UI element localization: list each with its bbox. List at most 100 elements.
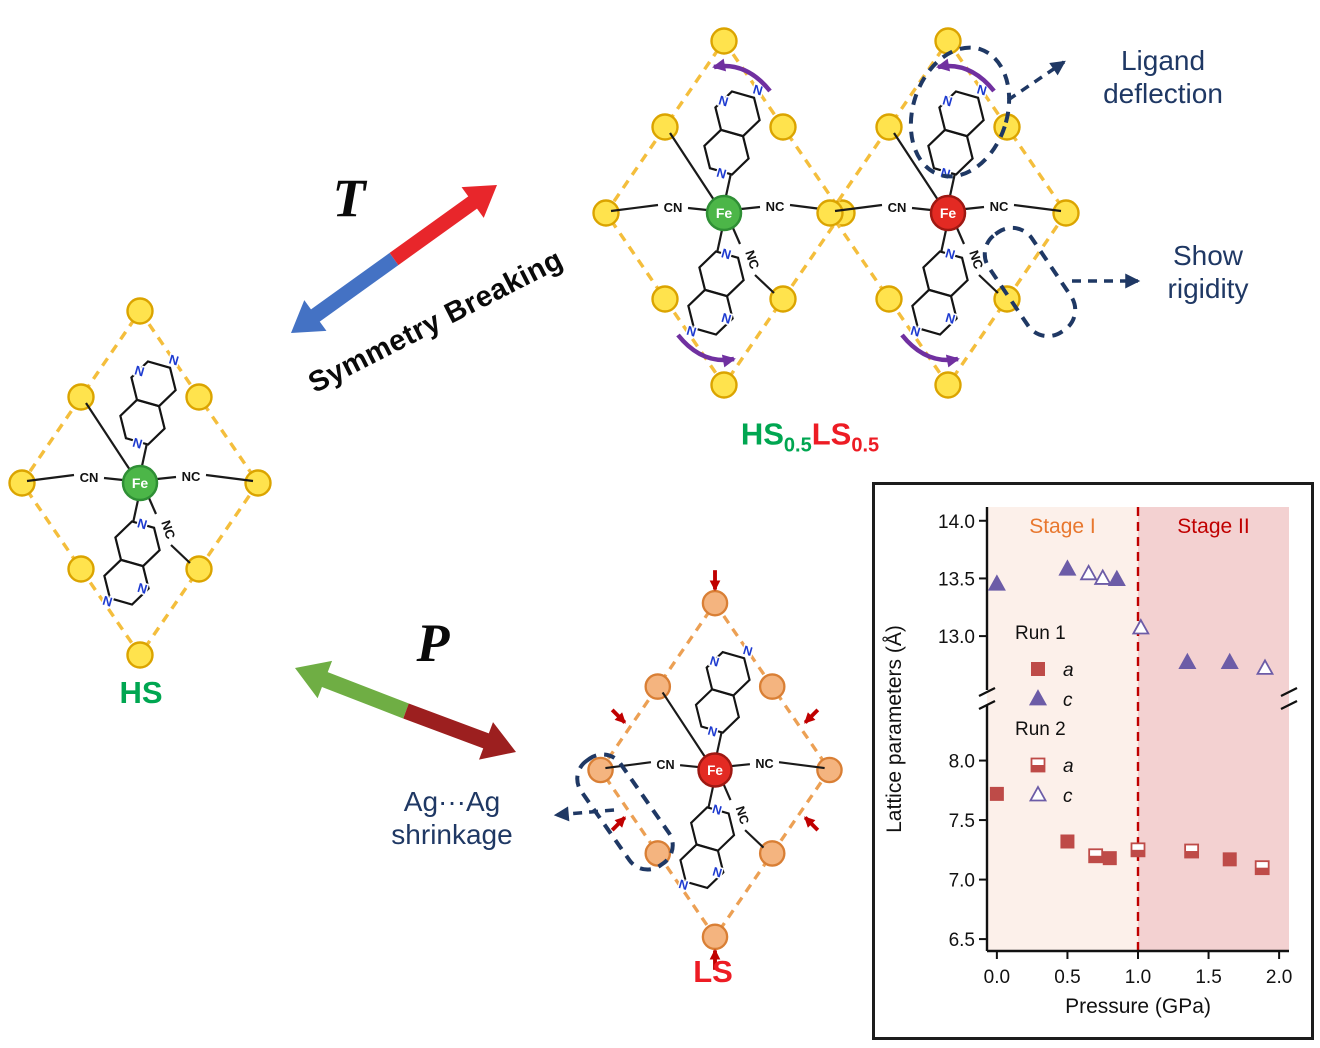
bond-line	[156, 475, 177, 481]
ag-node	[710, 27, 738, 55]
data-point-triangle	[1107, 569, 1126, 586]
y-tick-label: 13.0	[938, 627, 975, 648]
ag-node	[875, 113, 903, 141]
pressure-arrow-green-icon	[295, 660, 409, 719]
y-tick-label: 6.5	[949, 930, 975, 951]
bond-line	[103, 476, 124, 482]
cyanide-label: NC	[990, 199, 1009, 214]
data-point-triangle	[1131, 618, 1150, 635]
bond-line	[834, 203, 883, 213]
ag-shrinkage-arrow-icon	[553, 806, 615, 822]
bond-line	[605, 761, 652, 770]
ligand-ring	[679, 843, 725, 890]
ag-node	[67, 383, 95, 411]
mixed-hs-text: HS	[740, 416, 784, 452]
data-point-square-half	[1185, 851, 1199, 858]
data-point-square-half	[1131, 849, 1145, 857]
fe-atom	[929, 194, 967, 232]
y-tick-label: 14.0	[938, 512, 975, 533]
cyanide-label: CN	[80, 470, 99, 485]
ag-node	[875, 285, 903, 313]
ag-node	[126, 297, 154, 325]
bond-line	[715, 730, 723, 754]
nitrogen-label: N	[677, 877, 690, 893]
ag-node	[701, 589, 729, 617]
legend-run2-label: Run 2	[1015, 719, 1066, 740]
mixed-state-label: HS0.5LS0.5	[741, 416, 879, 457]
ligand-deflection-line2: deflection	[1103, 78, 1223, 109]
ag-node	[710, 371, 738, 399]
bond-line	[744, 829, 765, 849]
ligand-top: NNN	[703, 80, 766, 183]
stage2-label: Stage II	[1177, 515, 1249, 538]
bond-line	[679, 764, 699, 769]
x-axis-label: Pressure (GPa)	[1065, 995, 1211, 1018]
nitrogen-label: N	[101, 593, 114, 610]
cyanide-label: NC	[158, 518, 178, 541]
bond-line	[731, 763, 751, 768]
ag-node	[67, 555, 95, 583]
legend-a-label: a	[1063, 756, 1074, 777]
bond-line	[131, 499, 140, 524]
axis-break-icon	[1280, 700, 1298, 710]
data-point-triangle	[1093, 568, 1112, 585]
x-tick-label: 1.0	[1125, 967, 1151, 988]
fe-label: Fe	[716, 205, 733, 221]
bond-line	[939, 229, 948, 254]
fe-atom	[121, 464, 159, 502]
ligand-bottom: NNN	[907, 244, 969, 341]
ag-node	[701, 923, 729, 951]
bond-line	[964, 205, 985, 211]
data-point-triangle	[1178, 652, 1197, 670]
data-point-triangle	[987, 574, 1006, 591]
ag-node	[758, 840, 786, 867]
ligand-ring	[911, 288, 958, 336]
ag-node	[244, 469, 272, 497]
data-point-square-half	[1031, 765, 1045, 772]
ligand-bottom: NNN	[99, 514, 161, 611]
bond-line	[715, 229, 724, 254]
bond-line	[205, 473, 254, 483]
ligand-deflection-line1: Ligand	[1120, 44, 1206, 76]
axis-break-icon	[978, 687, 996, 697]
ligand-ring	[714, 90, 761, 138]
legend-c-label: c	[1063, 786, 1073, 807]
ls-state-label: LS	[693, 954, 733, 989]
ligand-deflection-annotation: Ligand deflection	[1103, 44, 1223, 110]
ligand-ring	[687, 288, 734, 336]
nitrogen-label: N	[167, 351, 180, 368]
ligand-bottom: NNN	[676, 800, 736, 894]
temperature-arrow-red-icon	[389, 185, 497, 266]
cyanide-label: NC	[182, 469, 201, 484]
bond-line	[170, 544, 191, 564]
pressure-arrow-icon	[610, 816, 627, 832]
ag-shrinkage-line2: shrinkage	[391, 819, 513, 850]
data-point-triangle	[1028, 689, 1048, 706]
bond-line	[661, 691, 707, 758]
ag-node	[1052, 199, 1080, 227]
cyanide-label: CN	[664, 200, 683, 215]
ligand-top: NNN	[927, 80, 990, 183]
pressure-arrow-icon	[610, 708, 627, 724]
y-tick-label: 7.5	[949, 811, 975, 832]
cyanide-label: NC	[733, 804, 752, 826]
stage1-label: Stage I	[1029, 515, 1096, 538]
ligand-bottom: NNN	[683, 244, 745, 341]
x-tick-label: 0.5	[1054, 967, 1080, 988]
ligand-top: NNN	[694, 642, 756, 741]
rotation-arrow-icon	[936, 58, 996, 93]
data-point-square	[1060, 834, 1075, 849]
ag-node	[934, 27, 962, 55]
hs-state-label: HS	[119, 675, 163, 710]
bond-line	[669, 132, 715, 201]
x-tick-label: 2.0	[1266, 967, 1292, 988]
ligand-top: NNN	[119, 350, 182, 453]
bond-line	[1013, 203, 1062, 213]
data-point-square	[1102, 851, 1117, 866]
temperature-label: T	[332, 168, 366, 228]
